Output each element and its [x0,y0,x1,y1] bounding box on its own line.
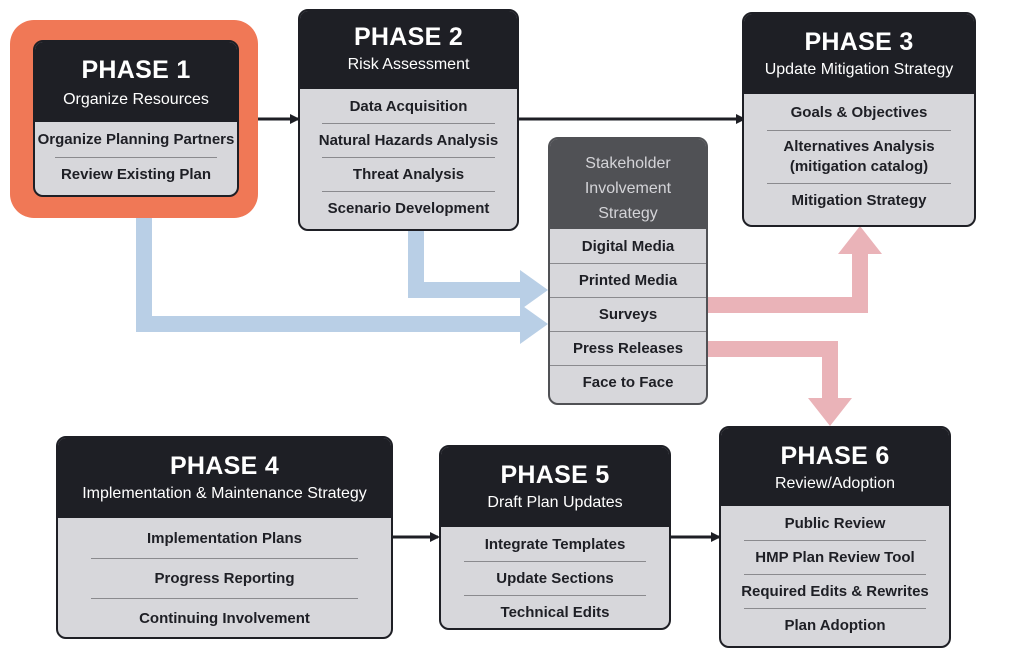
phase2-item: Scenario Development [300,191,517,225]
pink-arrow-stakeholder-to-phase6 [708,341,852,426]
phase2-item: Data Acquisition [349,97,468,115]
stakeholder-item: Printed Media [550,263,706,297]
phase4-title: PHASE 4 [169,452,280,480]
phase1-item: Organize Planning Partners [37,131,235,148]
phase4-item: Progress Reporting [58,558,391,598]
phase3-item: Alternatives Analysis (mitigation catalo… [744,130,974,183]
phase6-item: Plan Adoption [721,608,949,642]
phase3-items: Goals & Objectives Alternatives Analysis… [744,94,974,217]
blue-arrow-phase1-to-stakeholder [136,198,548,344]
stakeholder-item: Digital Media [581,237,675,255]
phase3-header: PHASE 3 Update Mitigation Strategy [744,14,974,94]
stakeholder-box: Stakeholder Involvement Strategy Digital… [548,137,708,405]
phase5-item: Technical Edits [441,595,669,628]
phase2-box: PHASE 2 Risk Assessment Data Acquisition… [298,9,519,231]
phase6-subtitle: Review/Adoption [774,475,896,492]
phase5-item: Integrate Templates [484,535,626,553]
phase5-subtitle: Draft Plan Updates [487,494,623,511]
phase6-title: PHASE 6 [780,442,890,470]
phase2-subtitle: Risk Assessment [347,56,470,73]
phase2-header: PHASE 2 Risk Assessment [300,11,517,89]
phase2-title: PHASE 2 [353,23,464,51]
phase2-item: Natural Hazards Analysis [300,123,517,157]
phase6-item: Required Edits & Rewrites [721,574,949,608]
phase6-header: PHASE 6 Review/Adoption [721,428,949,506]
stakeholder-item: Surveys [550,297,706,331]
stakeholder-items: Digital Media Printed Media Surveys Pres… [550,229,706,399]
phase3-item: Goals & Objectives [790,103,928,121]
phase3-title: PHASE 3 [804,28,914,56]
phase6-item: Public Review [784,514,886,532]
phase2-items: Data Acquisition Natural Hazards Analysi… [300,89,517,225]
phase4-box: PHASE 4 Implementation & Maintenance Str… [56,436,393,639]
stakeholder-item: Press Releases [550,331,706,365]
phase3-subtitle: Update Mitigation Strategy [764,61,954,78]
stakeholder-title-line: Involvement [584,180,672,197]
phase4-item: Implementation Plans [146,529,303,547]
phase1-box: PHASE 1 Organize Resources Organize Plan… [33,40,239,197]
phase1-items: Organize Planning Partners Review Existi… [35,122,237,192]
phase1-subtitle: Organize Resources [63,91,209,108]
phase5-items: Integrate Templates Update Sections Tech… [441,527,669,628]
stakeholder-title-line: Strategy [598,205,658,222]
phase1-title: PHASE 1 [81,56,191,84]
phase4-subtitle: Implementation & Maintenance Strategy [82,485,367,502]
stakeholder-item: Face to Face [550,365,706,399]
phase4-item: Continuing Involvement [58,598,391,637]
phase5-title: PHASE 5 [500,461,610,489]
phase5-box: PHASE 5 Draft Plan Updates Integrate Tem… [439,445,671,630]
phase3-item: Mitigation Strategy [744,183,974,217]
stakeholder-header: Stakeholder Involvement Strategy [550,139,706,229]
phase6-item: HMP Plan Review Tool [721,540,949,574]
phase6-box: PHASE 6 Review/Adoption Public Review HM… [719,426,951,648]
pink-arrow-stakeholder-to-phase3 [708,226,882,313]
phase3-box: PHASE 3 Update Mitigation Strategy Goals… [742,12,976,227]
phase4-header: PHASE 4 Implementation & Maintenance Str… [58,438,391,518]
blue-arrow-phase2-to-stakeholder [408,228,548,310]
phase1-header: PHASE 1 Organize Resources [35,42,237,122]
phase6-items: Public Review HMP Plan Review Tool Requi… [721,506,949,642]
phase4-items: Implementation Plans Progress Reporting … [58,518,391,637]
phase1-item: Review Existing Plan [35,157,237,192]
phase5-header: PHASE 5 Draft Plan Updates [441,447,669,527]
phase2-item: Threat Analysis [300,157,517,191]
stakeholder-title-line: Stakeholder [585,155,671,172]
phase5-item: Update Sections [441,561,669,595]
